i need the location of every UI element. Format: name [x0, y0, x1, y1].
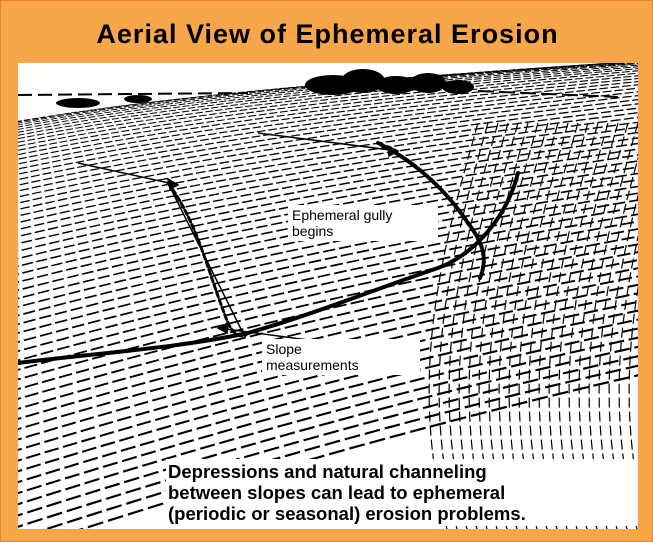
- caption-line3: (periodic or seasonal) erosion problems.: [168, 503, 638, 524]
- illustration-panel: Ephemeral gully begins Slope measurement…: [18, 63, 638, 529]
- caption-line2: between slopes can lead to ephemeral: [168, 482, 638, 503]
- slope-callout: Slope measurements: [262, 339, 420, 375]
- crop-row: [18, 95, 638, 194]
- figure-caption: Depressions and natural channeling betwe…: [166, 459, 638, 526]
- slope-callout-line2: measurements: [266, 357, 416, 373]
- gully-callout: Ephemeral gully begins: [288, 205, 438, 241]
- ephemeral-gully: [18, 143, 518, 363]
- tree-line: [56, 69, 474, 108]
- crop-row: [18, 309, 638, 475]
- crop-row: [18, 91, 638, 188]
- crop-row: [18, 300, 638, 464]
- figure-title: Aerial View of Ephemeral Erosion: [1, 19, 653, 50]
- slope-callout-line1: Slope: [266, 341, 416, 357]
- caption-line1: Depressions and natural channeling: [168, 461, 638, 482]
- gully-callout-line2: begins: [292, 223, 434, 239]
- gully-callout-line1: Ephemeral gully: [292, 207, 434, 223]
